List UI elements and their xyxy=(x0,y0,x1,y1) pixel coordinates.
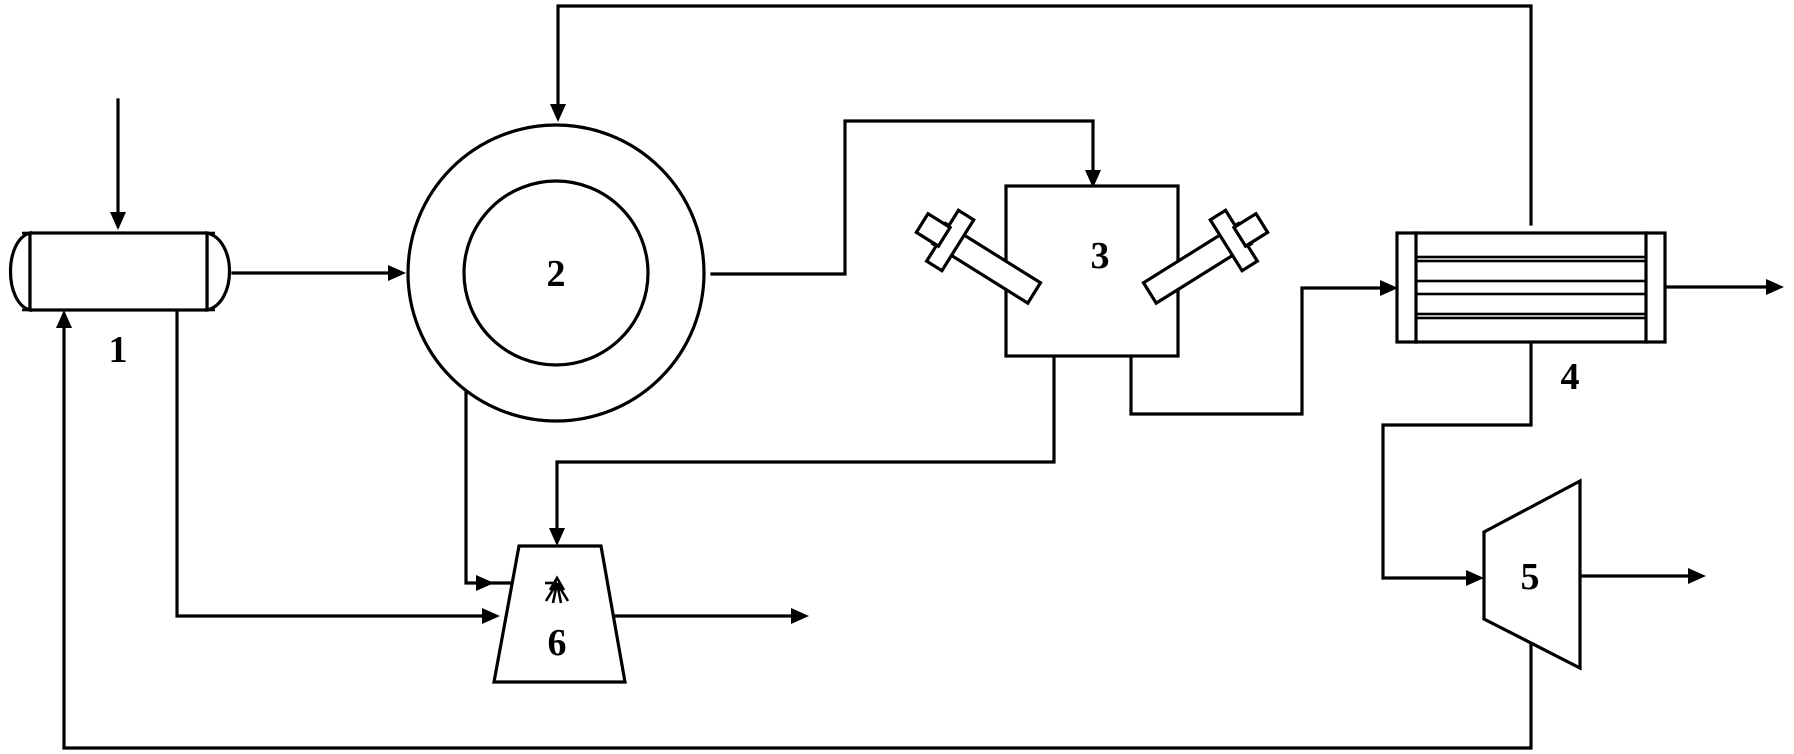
separator-body xyxy=(28,231,209,312)
separator-label: 1 xyxy=(109,329,128,371)
exchanger-to-drum-arrow xyxy=(550,104,566,122)
separator-to-tank-line xyxy=(175,306,488,618)
exchanger-outlet-arrow xyxy=(1766,279,1784,295)
heat-exchanger: 4 xyxy=(1395,231,1667,398)
exchanger-to-turbine-arrow xyxy=(1466,570,1484,586)
separator-to-tank-arrow xyxy=(482,608,500,624)
pipes xyxy=(56,4,1784,750)
spray-nozzle-icon xyxy=(544,575,570,604)
exchanger-tube xyxy=(1414,259,1648,283)
exchanger-label: 4 xyxy=(1561,356,1580,398)
tank: 6 xyxy=(492,544,627,684)
crusher-to-tank-arrow xyxy=(549,528,565,546)
turbine-outlet-arrow xyxy=(1688,568,1706,584)
turbine-label: 5 xyxy=(1521,556,1540,598)
separator-vessel: 1 xyxy=(9,230,232,371)
separator-to-drum-arrow xyxy=(388,265,406,281)
tank-label: 6 xyxy=(548,622,567,664)
exchanger-tube xyxy=(1414,292,1648,316)
drum-label: 2 xyxy=(547,253,566,295)
crusher: 3 xyxy=(914,184,1270,358)
turbine-body xyxy=(1482,478,1582,671)
crusher-right-hammer xyxy=(1141,208,1270,306)
turbine-recycle-line xyxy=(62,320,1533,750)
separator-right-head xyxy=(205,230,232,313)
exchanger-shell xyxy=(1395,231,1667,344)
turbine-recycle-arrow xyxy=(56,310,72,328)
separator-left-head xyxy=(9,230,32,313)
drum-to-crusher-arrow xyxy=(1085,170,1101,188)
drum-to-tank-arrow xyxy=(476,575,494,591)
feed-inlet-arrow xyxy=(110,212,126,230)
drum-to-crusher-line xyxy=(710,119,1095,276)
crusher-to-tank-line xyxy=(555,354,1056,534)
crusher-body xyxy=(1004,184,1180,358)
exchanger-to-drum-line xyxy=(556,4,1533,226)
drum: 2 xyxy=(406,123,706,423)
exchanger-tube xyxy=(1414,231,1648,259)
exchanger-to-turbine-line xyxy=(1381,342,1533,580)
tank-body xyxy=(492,544,627,684)
tank-outlet-arrow xyxy=(791,608,809,624)
crusher-left-hammer xyxy=(914,208,1043,306)
turbine: 5 xyxy=(1482,478,1582,671)
drum-inner-circle xyxy=(462,179,650,367)
exchanger-tube xyxy=(1414,316,1648,344)
crusher-to-exchanger-line xyxy=(1129,286,1387,416)
crusher-label: 3 xyxy=(1091,235,1110,277)
crusher-to-exchanger-arrow xyxy=(1380,280,1398,296)
